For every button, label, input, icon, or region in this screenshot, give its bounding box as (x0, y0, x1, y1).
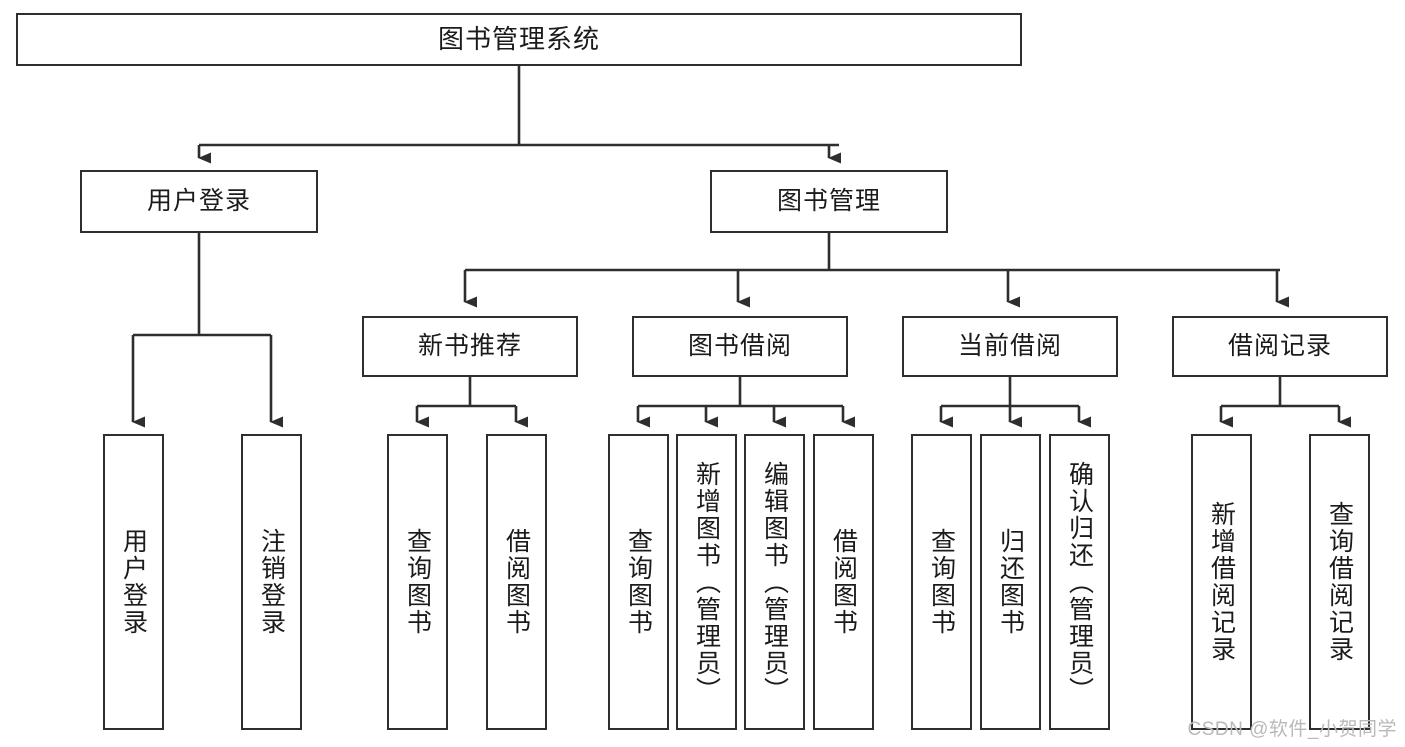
leaf-current-borrow-confirm[interactable]: 确认归还（管理员） (1049, 434, 1110, 730)
leaf-borrow-record-query[interactable]: 查询借阅记录 (1309, 434, 1370, 730)
leaf-label: 注销登录 (257, 528, 286, 636)
leaf-label: 用户登录 (119, 528, 148, 636)
leaf-new-book-query[interactable]: 查询图书 (387, 434, 448, 730)
node-borrow-record[interactable]: 借阅记录 (1172, 316, 1388, 377)
leaf-label: 确认归还（管理员） (1065, 460, 1094, 704)
watermark-text: CSDN @软件_小贺同学 (1187, 719, 1397, 740)
leaf-borrow-record-add[interactable]: 新增借阅记录 (1191, 434, 1252, 730)
leaf-label: 查询借阅记录 (1325, 501, 1354, 663)
leaf-label: 新增借阅记录 (1207, 501, 1236, 663)
leaf-label: 查询图书 (927, 528, 956, 636)
leaf-book-borrow-add[interactable]: 新增图书（管理员） (676, 434, 737, 730)
node-user-login[interactable]: 用户登录 (80, 170, 318, 233)
leaf-book-borrow-borrow[interactable]: 借阅图书 (813, 434, 874, 730)
node-root-system[interactable]: 图书管理系统 (16, 13, 1022, 66)
node-current-borrow[interactable]: 当前借阅 (902, 316, 1118, 377)
node-book-borrow[interactable]: 图书借阅 (632, 316, 848, 377)
leaf-label: 借阅图书 (502, 528, 531, 636)
leaf-new-book-borrow[interactable]: 借阅图书 (486, 434, 547, 730)
node-new-book-recommend[interactable]: 新书推荐 (362, 316, 578, 377)
leaf-label: 归还图书 (996, 528, 1025, 636)
leaf-user-login-logout[interactable]: 注销登录 (241, 434, 302, 730)
leaf-current-borrow-query[interactable]: 查询图书 (911, 434, 972, 730)
leaf-label: 编辑图书（管理员） (760, 460, 789, 704)
leaf-label: 查询图书 (403, 528, 432, 636)
leaf-label: 借阅图书 (829, 528, 858, 636)
node-book-management[interactable]: 图书管理 (710, 170, 948, 233)
leaf-label: 查询图书 (624, 528, 653, 636)
leaf-current-borrow-return[interactable]: 归还图书 (980, 434, 1041, 730)
leaf-label: 新增图书（管理员） (692, 460, 721, 704)
leaf-book-borrow-query[interactable]: 查询图书 (608, 434, 669, 730)
leaf-user-login-login[interactable]: 用户登录 (103, 434, 164, 730)
leaf-book-borrow-edit[interactable]: 编辑图书（管理员） (744, 434, 805, 730)
